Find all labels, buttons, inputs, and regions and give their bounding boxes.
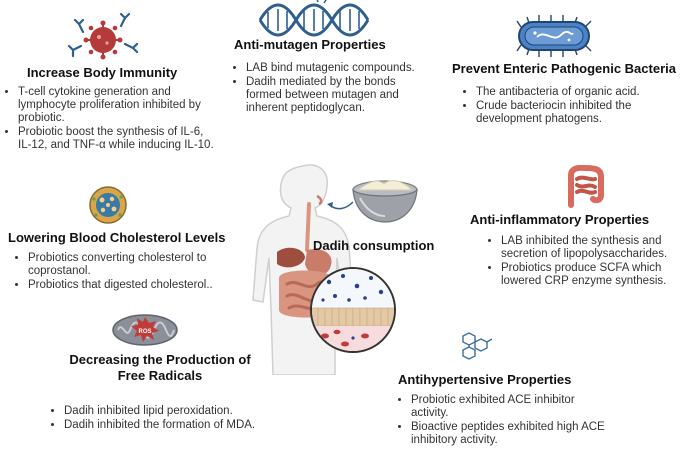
list-item: Probiotic exhibited ACE inhibitor activi…: [411, 394, 606, 420]
ros-label: ROS: [138, 329, 151, 335]
antiinflammatory-title: Anti-inflammatory Properties: [470, 212, 650, 227]
enteric-list: The antibacteria of organic acid. Crude …: [462, 86, 685, 127]
antimutagen-title: Anti-mutagen Properties: [234, 37, 386, 52]
mitochondria-icon: ROS: [112, 314, 178, 346]
antihypertensive-title: Antihypertensive Properties: [398, 372, 572, 387]
list-item: T-cell cytokine generation and lymphocyt…: [18, 86, 218, 125]
intestine-icon: [568, 165, 604, 208]
center-label: Dadih consumption: [313, 238, 435, 253]
immunity-title: Increase Body Immunity: [27, 65, 178, 80]
antiinflammatory-list: LAB inhibited the synthesis and secretio…: [487, 235, 685, 289]
antimutagen-list: LAB bind mutagenic compounds. Dadih medi…: [232, 62, 431, 116]
immunity-list: T-cell cytokine generation and lymphocyt…: [4, 86, 218, 153]
arrow-icon: [327, 201, 354, 210]
list-item: Crude bacteriocin inhibited the developm…: [476, 100, 685, 126]
molecule-icon: [462, 332, 493, 360]
freeradicals-title-line1: Decreasing the Production of: [69, 352, 251, 367]
dadih-bowl-icon: [352, 180, 418, 223]
virus-antibody-icon: [67, 12, 139, 60]
cholesterol-particle-icon: [89, 186, 127, 224]
freeradicals-list: Dadih inhibited lipid peroxidation. Dadi…: [50, 405, 264, 433]
freeradicals-title: Decreasing the Production of Free Radica…: [40, 352, 280, 384]
list-item: Bioactive peptides exhibited high ACE in…: [411, 421, 606, 447]
enteric-title: Prevent Enteric Pathogenic Bacteria: [452, 61, 676, 76]
human-digestive-system-icon: [252, 164, 396, 375]
list-item: Dadih inhibited lipid peroxidation.: [64, 405, 264, 418]
list-item: Dadih inhibited the formation of MDA.: [64, 419, 264, 432]
cholesterol-title: Lowering Blood Cholesterol Levels: [8, 230, 226, 245]
list-item: Probiotic boost the synthesis of IL-6, I…: [18, 126, 218, 152]
bacterium-icon: [516, 15, 592, 57]
dna-helix-icon: [258, 0, 370, 37]
list-item: Probiotics that digested cholesterol..: [28, 279, 228, 292]
list-item: The antibacteria of organic acid.: [476, 86, 685, 99]
antihypertensive-list: Probiotic exhibited ACE inhibitor activi…: [397, 394, 606, 448]
list-item: Probiotics converting cholesterol to cop…: [28, 252, 228, 278]
list-item: LAB bind mutagenic compounds.: [246, 62, 431, 75]
list-item: Probiotics produce SCFA which lowered CR…: [501, 262, 685, 288]
cholesterol-list: Probiotics converting cholesterol to cop…: [14, 252, 228, 293]
list-item: Dadih mediated by the bonds formed betwe…: [246, 76, 431, 115]
list-item: LAB inhibited the synthesis and secretio…: [501, 235, 685, 261]
freeradicals-title-line2: Free Radicals: [117, 368, 203, 383]
